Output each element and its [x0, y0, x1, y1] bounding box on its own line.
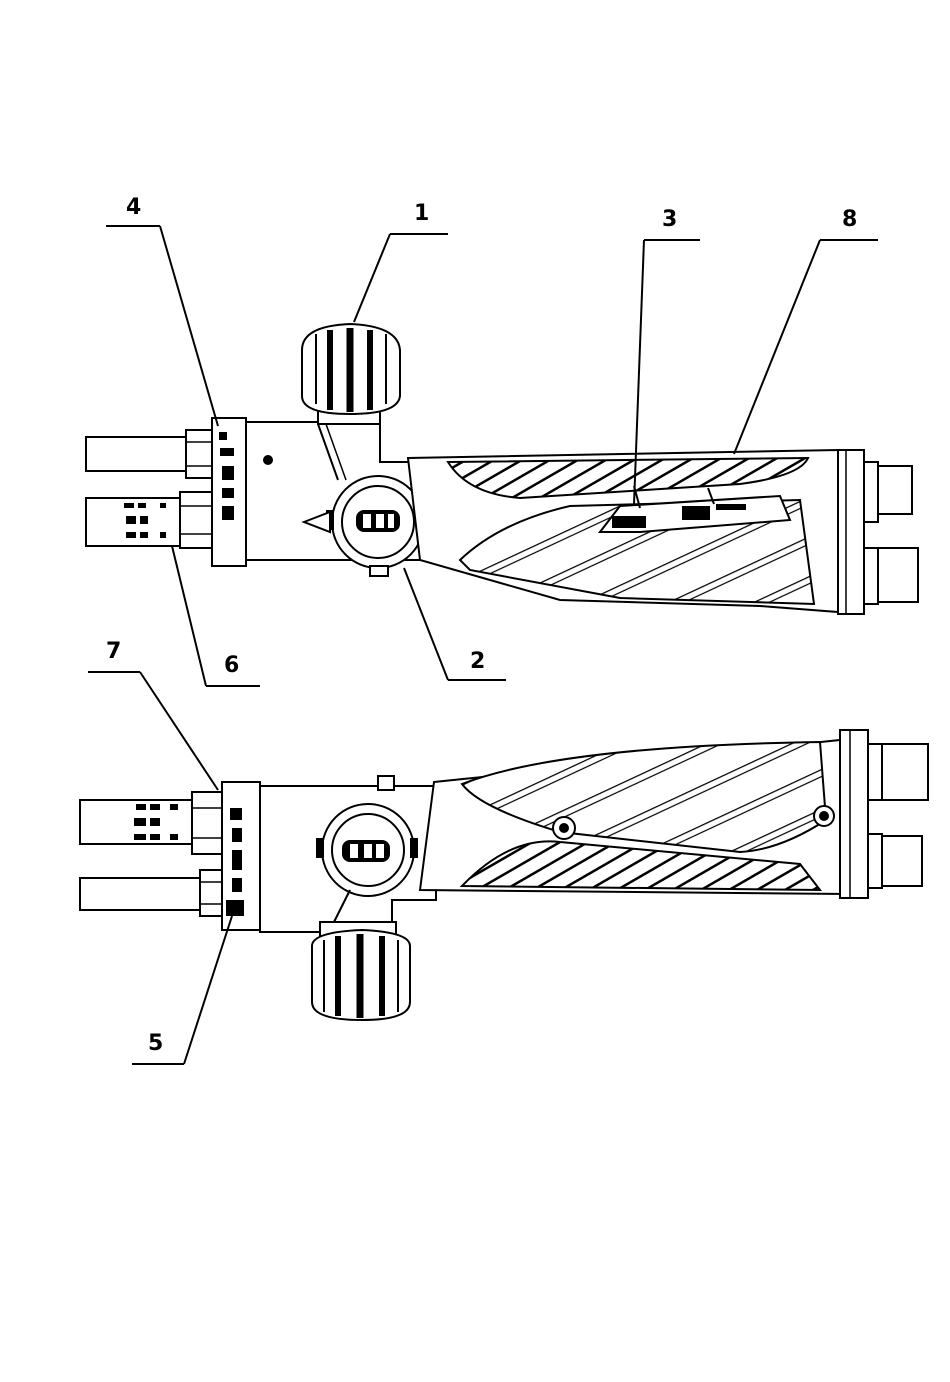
callout-5: 5	[132, 916, 232, 1064]
callout-7: 7	[88, 639, 218, 790]
callout-label-6: 6	[224, 653, 239, 678]
callout-label-8: 8	[842, 207, 857, 232]
callout-8: 8	[734, 207, 878, 454]
callout-label-3: 3	[662, 207, 677, 232]
callout-label-1: 1	[414, 201, 429, 226]
bottom-inlet-fitting-upper	[882, 744, 928, 800]
top-inlet-fitting-upper	[878, 466, 912, 514]
callout-2: 2	[404, 568, 506, 680]
bottom-inlet-fitting-lower	[882, 836, 922, 886]
top-inlet-fitting-lower	[878, 548, 918, 602]
callout-label-7: 7	[106, 639, 121, 664]
callout-label-4: 4	[126, 195, 141, 220]
bottom-outlet-pipe-lower	[80, 878, 204, 910]
top-handwheel-knob	[302, 324, 400, 414]
bottom-handwheel-knob	[312, 922, 410, 1020]
top-outlet-pipe-upper	[86, 437, 192, 471]
callout-1: 1	[354, 201, 448, 322]
callout-4: 4	[106, 195, 218, 426]
callout-label-2: 2	[470, 649, 485, 674]
callout-label-5: 5	[148, 1031, 163, 1056]
top-view-valve	[86, 324, 918, 614]
